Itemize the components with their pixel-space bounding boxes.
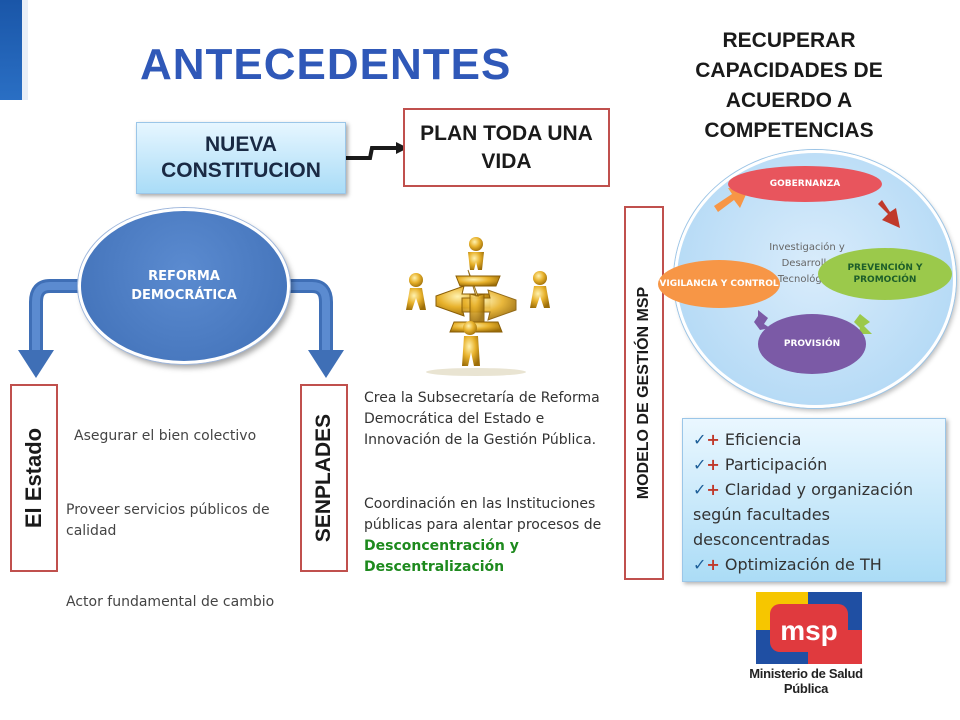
left-accent-stripe <box>22 0 28 100</box>
estado-item: Actor fundamental de cambio <box>66 594 275 610</box>
plus-prefix: + <box>706 455 720 474</box>
nueva-constitucion-box: NUEVA CONSTITUCION <box>136 122 346 194</box>
senplades-text-2: Coordinación en las Instituciones públic… <box>364 496 602 533</box>
modelo-gestion-label: MODELO DE GESTIÓN MSP <box>635 286 652 500</box>
benefit-item: ✓+ Optimización de TH <box>693 552 937 577</box>
senplades-highlight: Desconcentración y Descentralización <box>364 538 519 575</box>
left-curved-arrow <box>18 279 82 378</box>
page-title: ANTECEDENTES <box>140 40 512 89</box>
connector-arrow <box>344 142 408 160</box>
cycle-vigilancia: VIGILANCIA Y CONTROL <box>658 260 780 308</box>
teamwork-puzzle-illustration <box>396 230 556 380</box>
benefits-box: ✓+ Eficiencia ✓+ Participación ✓+ Clarid… <box>682 418 946 582</box>
benefit-text: Optimización de TH <box>724 555 882 574</box>
modelo-gestion-box: MODELO DE GESTIÓN MSP <box>624 206 664 580</box>
msp-logo-icon: msp <box>756 592 862 664</box>
check-icon: ✓ <box>693 555 707 574</box>
cycle-prevencion: PREVENCIÓN Y PROMOCIÓN <box>818 248 952 300</box>
benefits-list: ✓+ Eficiencia ✓+ Participación ✓+ Clarid… <box>683 419 945 577</box>
cycle-provision: PROVISIÓN <box>758 314 866 374</box>
arrow-vigilancia-gobernanza <box>714 188 748 212</box>
check-icon: ✓ <box>693 480 707 499</box>
reforma-democratica-label: REFORMA DEMOCRÁTICA <box>131 269 237 303</box>
cycle-arrows <box>714 188 900 334</box>
el-estado-box: El Estado <box>10 384 58 572</box>
check-icon: ✓ <box>693 430 707 449</box>
benefit-text: Participación <box>724 455 828 474</box>
benefit-text: Claridad y organización según facultades… <box>693 480 914 549</box>
senplades-label: SENPLADES <box>312 413 335 543</box>
senplades-text-1: Crea la Subsecretaría de Reforma Democrá… <box>364 390 600 448</box>
plus-prefix: + <box>706 480 720 499</box>
el-estado-label: El Estado <box>21 427 46 529</box>
estado-item: Proveer servicios públicos de calidad <box>66 502 270 539</box>
plus-prefix: + <box>706 555 720 574</box>
cycle-gobernanza: GOBERNANZA <box>728 166 882 202</box>
check-icon: ✓ <box>693 455 707 474</box>
arrow-gobernanza-prevencion <box>878 200 900 228</box>
cycle-center-label: Investigación y Desarrollo Tecnológico <box>769 242 845 285</box>
msp-logo-name: Ministerio de Salud Pública <box>749 666 863 696</box>
senplades-box: SENPLADES <box>300 384 348 572</box>
plus-prefix: + <box>706 430 720 449</box>
benefit-item: ✓+ Participación <box>693 452 937 477</box>
arrow-provision-vigilancia <box>754 310 770 330</box>
logo-letters: msp <box>780 615 838 646</box>
arrow-prevencion-provision <box>854 314 872 334</box>
benefit-text: Eficiencia <box>724 430 802 449</box>
benefit-item: ✓+ Eficiencia <box>693 427 937 452</box>
estado-item: Asegurar el bien colectivo <box>74 428 257 444</box>
left-accent-bar <box>0 0 22 100</box>
recuperar-title: RECUPERAR CAPACIDADES DE ACUERDO A COMPE… <box>695 29 883 142</box>
benefit-item: ✓+ Claridad y organización según faculta… <box>693 477 937 552</box>
reforma-democratica-circle: REFORMA DEMOCRÁTICA <box>78 208 290 364</box>
plan-toda-una-vida-box: PLAN TODA UNA VIDA <box>403 108 610 187</box>
senplades-text-2-block: Coordinación en las Instituciones públic… <box>364 494 622 578</box>
right-curved-arrow <box>280 279 344 378</box>
